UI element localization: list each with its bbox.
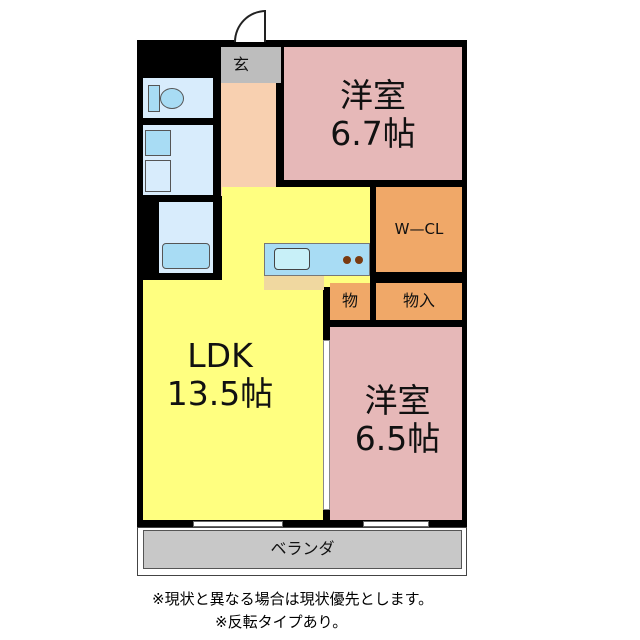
bedroom2-label: 洋室 6.5帖: [335, 380, 460, 460]
sliding-door: [323, 340, 330, 510]
storage-small-label: 物: [341, 291, 358, 311]
balcony-label: ベランダ: [270, 539, 335, 559]
window: [193, 521, 283, 527]
ldk: [143, 280, 323, 520]
washbasin-icon: [145, 130, 171, 156]
bedroom1-size: 6.7帖: [330, 114, 416, 153]
toilet-bowl-icon: [160, 88, 184, 109]
ldk-name: LDK: [187, 336, 253, 376]
stove-icon: [343, 256, 351, 264]
entrance-door-icon: [234, 10, 266, 42]
ldk-label: LDK 13.5帖: [150, 335, 290, 415]
entrance-label: 玄: [232, 54, 249, 74]
hall: [221, 83, 276, 196]
window: [363, 521, 429, 527]
bedroom2-name: 洋室: [364, 381, 431, 421]
walk-in-closet: W—CL: [376, 187, 462, 272]
counter-strip: [264, 276, 324, 290]
entrance: [221, 47, 281, 83]
bedroom1: [284, 47, 462, 180]
bedroom2-size: 6.5帖: [354, 419, 441, 458]
bedroom1-label: 洋室 6.7帖: [284, 75, 462, 155]
ldk-size: 13.5帖: [166, 374, 274, 413]
toilet-icon: [148, 85, 160, 112]
bedroom2: [330, 327, 462, 520]
bathtub-icon: [162, 243, 210, 269]
note-1: ※現状と異なる場合は現状優先とします。: [152, 590, 434, 608]
balcony: ベランダ: [143, 530, 462, 569]
sink-icon: [274, 248, 310, 270]
washing-machine-icon: [145, 160, 171, 192]
stove-icon: [355, 256, 363, 264]
storage-label: 物入: [402, 291, 435, 311]
bedroom1-name: 洋室: [340, 76, 406, 116]
walk-in-closet-label: W—CL: [394, 219, 444, 238]
note-2: ※反転タイプあり。: [215, 613, 348, 631]
storage-small: 物: [330, 283, 370, 320]
storage: 物入: [376, 283, 462, 320]
